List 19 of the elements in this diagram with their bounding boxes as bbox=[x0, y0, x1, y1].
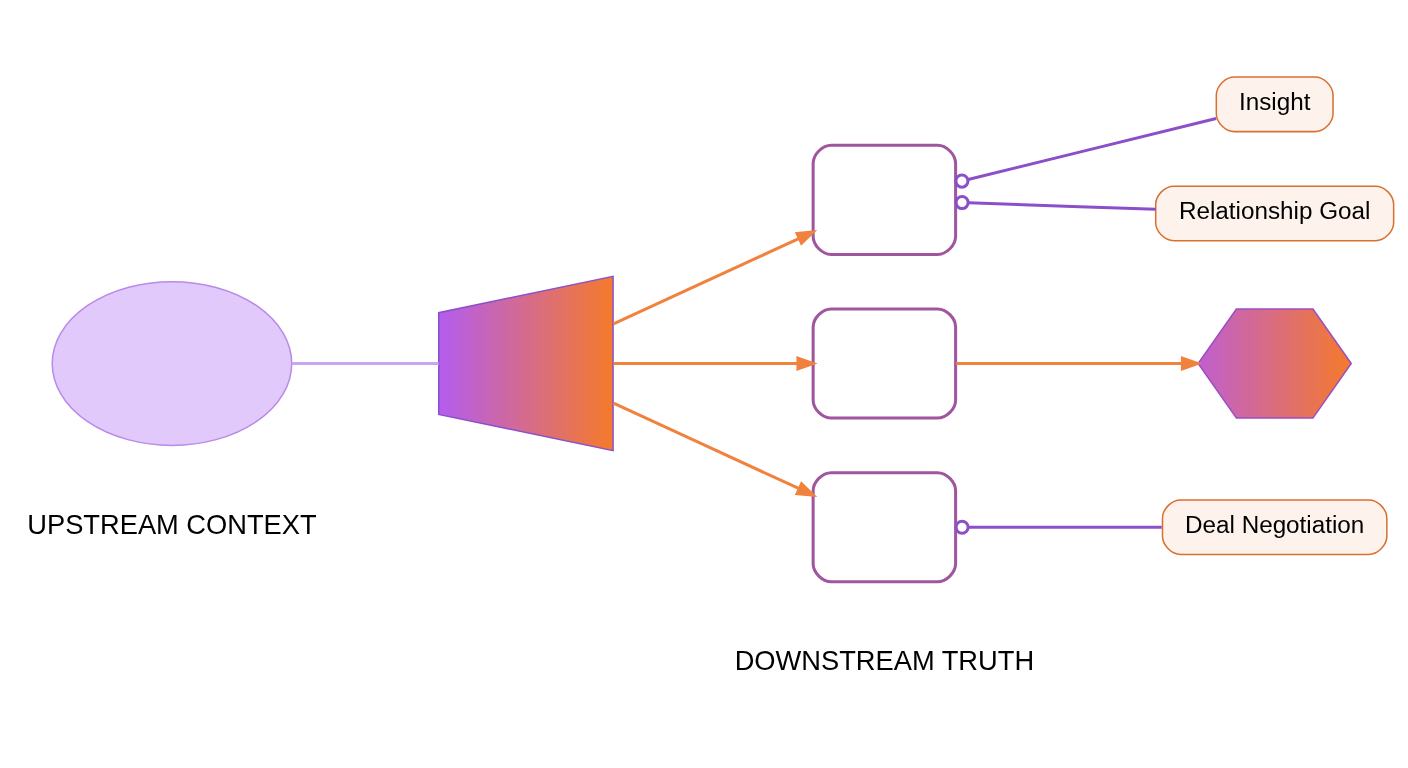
node-funnel bbox=[438, 275, 614, 452]
node-box bbox=[811, 307, 958, 420]
label: DOWNSTREAM TRUTH bbox=[734, 645, 1035, 677]
connector bbox=[954, 519, 1162, 535]
connector bbox=[291, 362, 439, 366]
node-box: Deal Negotiation bbox=[1161, 499, 1388, 556]
connector bbox=[954, 116, 1217, 189]
node-box bbox=[811, 471, 958, 584]
node-hands bbox=[1197, 308, 1353, 419]
label: UPSTREAM CONTEXT bbox=[27, 508, 317, 540]
node-box: Insight bbox=[1215, 76, 1334, 133]
arrow bbox=[613, 356, 818, 371]
arrow bbox=[956, 356, 1203, 371]
arrow bbox=[612, 401, 818, 497]
connector bbox=[954, 194, 1156, 211]
node-cloud bbox=[51, 280, 293, 447]
node-box: Relationship Goal bbox=[1154, 185, 1395, 242]
node-box bbox=[811, 143, 958, 256]
arrow bbox=[612, 230, 818, 326]
